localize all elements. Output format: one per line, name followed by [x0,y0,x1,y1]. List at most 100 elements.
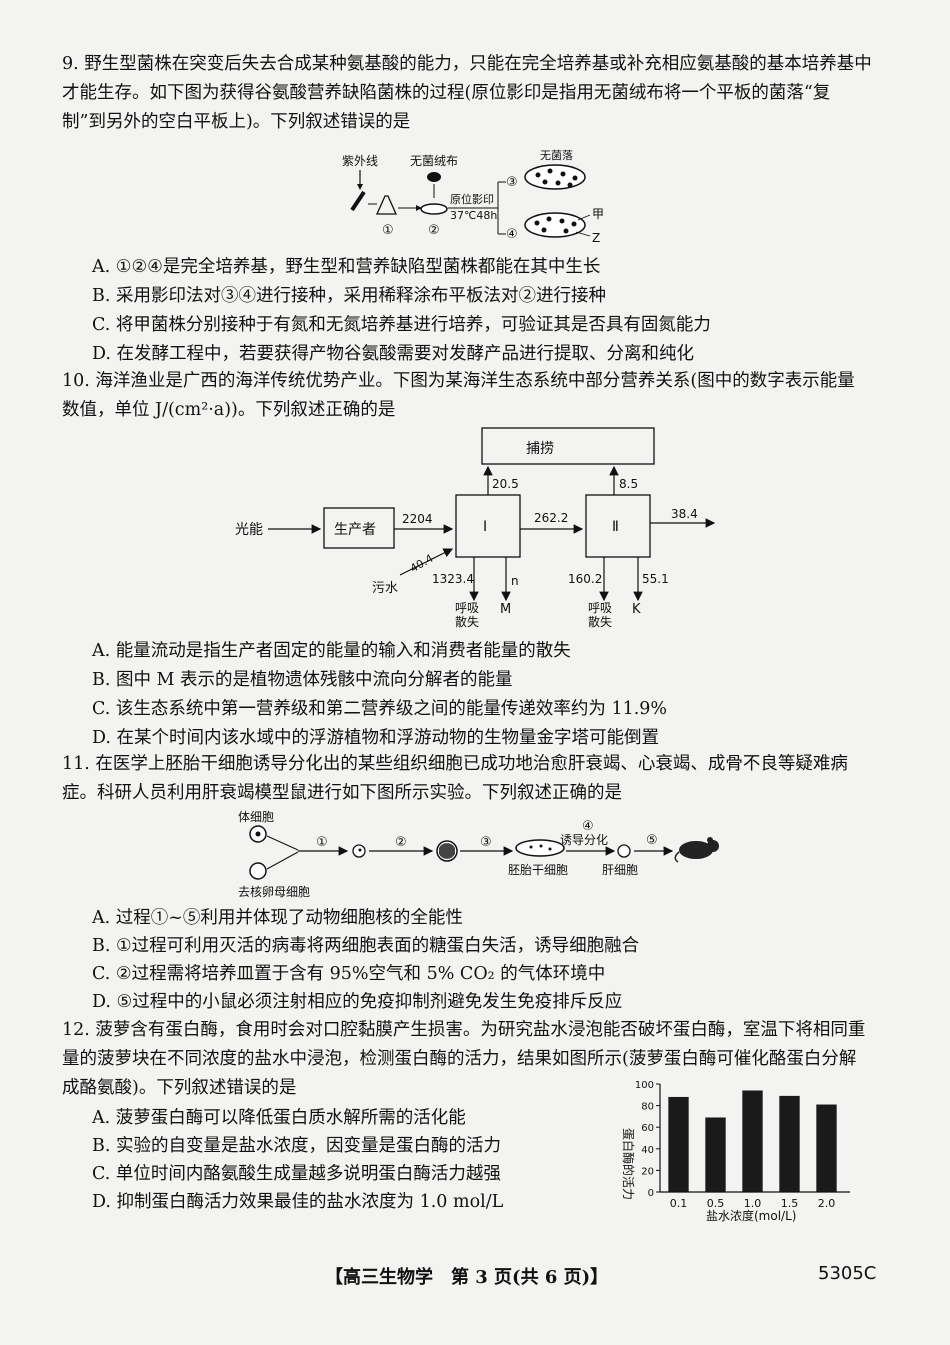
catch-label: 捕捞 [526,441,554,457]
q11-option-a: A. 过程①~⑤利用并体现了动物细胞核的全能性 [92,908,463,928]
diagram-replica-plating: 紫外线 ① 无菌绒布 ② 原位影印 37℃48h ③ ④ 无菌落 甲 Z [342,149,604,243]
y-tick-label: 100 [635,1080,654,1091]
velvet-label: 无菌绒布 [410,154,458,168]
step-c3-label: ③ [480,835,492,850]
y-tick-label: 80 [641,1102,654,1113]
producer-label: 生产者 [334,522,376,538]
plate-2-icon [420,203,448,215]
chart-ylabel: 蛋白酶的活力 [621,1128,636,1200]
q12-option-b: B. 实验的自变量是盐水浓度，因变量是蛋白酶的活力 [92,1136,501,1156]
resp-label-1: 呼吸 [455,601,479,615]
x-tick-label: 0.1 [670,1197,688,1210]
value-1602: 160.2 [568,572,602,586]
value-205: 20.5 [492,477,519,491]
question-11-stem: 11. 在医学上胚胎干细胞诱导分化出的某些组织细胞已成功地治愈肝衰竭、心衰竭、成… [62,754,848,803]
level-1-box [455,494,521,558]
bar [779,1095,800,1192]
step-c2-label: ② [395,835,407,850]
y-tick-label: 0 [648,1188,654,1199]
x-tick-label: 1.5 [781,1197,799,1210]
loss-label-1: 散失 [455,614,479,629]
plate-4-icon [524,212,586,238]
x-tick-label: 0.5 [707,1197,725,1210]
q11-option-d: D. ⑤过程中的小鼠必须注射相应的免疫抑制剂避免发生免疫排斥反应 [92,992,623,1012]
question-11: 11. 在医学上胚胎干细胞诱导分化出的某些组织细胞已成功地治愈肝衰竭、心衰竭、成… [62,750,872,808]
q12-option-c: C. 单位时间内酪氨酸生成量越多说明蛋白酶活力越强 [92,1164,501,1184]
value-1323: 1323.4 [432,572,474,586]
sterile-label: 无菌落 [540,149,573,162]
level-1-label: Ⅰ [483,519,487,535]
question-12-stem: 12. 菠萝含有蛋白酶，食用时会对口腔黏膜产生损害。为研究盐水浸泡能否破坏蛋白酶… [62,1020,866,1098]
value-85: 8.5 [619,477,638,491]
flask-icon [375,195,398,215]
value-551: 55.1 [642,572,669,586]
x-tick-label: 1.0 [744,1197,762,1210]
step-4-label: ④ [506,227,518,242]
q12-option-a: A. 菠萝蛋白酶可以降低蛋白质水解所需的活化能 [92,1108,466,1128]
liver-cell-icon [617,844,631,858]
light-label: 光能 [235,522,263,538]
chart-xlabel: 盐水浓度(mol/L) [706,1208,796,1222]
M-label: M [500,602,511,617]
oocyte-label: 去核卵母细胞 [238,885,310,899]
y-tick-label: 40 [641,1145,654,1156]
loss-label-2: 散失 [588,614,612,629]
y-tick-label: 60 [641,1123,654,1134]
step-c4-label: ④ [582,819,594,834]
question-12: 12. 菠萝含有蛋白酶，食用时会对口腔黏膜产生损害。为研究盐水浸泡能否破坏蛋白酶… [62,1016,872,1103]
producer-box [323,507,395,549]
value-262: 262.2 [534,511,568,525]
q9-option-b: B. 采用影印法对③④进行接种，采用稀释涂布平板法对②进行接种 [92,286,606,306]
question-9: 9. 野生型菌株在突变后失去合成某种氨基酸的能力，只能在完全培养基或补充相应氨基… [62,50,872,137]
liver-label: 肝细胞 [602,863,638,877]
induce-label: 诱导分化 [560,833,608,847]
value-2204: 2204 [402,512,433,526]
es-dish-icon [515,839,565,857]
bar [816,1104,837,1192]
question-9-stem: 9. 野生型菌株在突变后失去合成某种氨基酸的能力，只能在完全培养基或补充相应氨基… [62,54,872,132]
K-label: K [632,602,641,617]
yi-label: Z [592,231,600,243]
q9-option-c: C. 将甲菌株分别接种于有氮和无氮培养基进行培养，可验证其是否具有固氮能力 [92,315,711,335]
soma-label: 体细胞 [238,810,274,824]
oocyte-icon [249,862,267,880]
level-2-box [585,494,651,558]
level-2-label: Ⅱ [612,519,619,535]
uv-label: 紫外线 [342,154,378,168]
q10-option-c: C. 该生态系统中第一营养级和第二营养级之间的能量传递效率约为 11.9% [92,699,668,719]
resp-label-2: 呼吸 [588,601,612,615]
paper-code: 5305C [818,1263,877,1284]
step-2-label: ② [428,223,440,238]
bar [742,1090,763,1192]
bar [668,1096,689,1192]
question-10-stem: 10. 海洋渔业是广西的海洋传统优势产业。下图为某海洋生态系统中部分营养关系(图… [62,371,855,420]
y-tick-label: 20 [641,1166,654,1177]
es-label: 胚胎干细胞 [508,863,568,877]
diagram-nuclear-transfer: 体细胞 去核卵母细胞 ① ② ③ 胚胎干细胞 ④ 诱导分化 肝细胞 ⑤ [238,810,719,899]
step-1-label: ① [382,223,394,238]
step-c1-label: ① [316,835,328,850]
q9-option-d: D. 在发酵工程中，若要获得产物谷氨酸需要对发酵产品进行提取、分离和纯化 [92,344,695,364]
incubate-label: 37℃48h [450,209,497,222]
step-c5-label: ⑤ [646,833,658,848]
question-10: 10. 海洋渔业是广西的海洋传统优势产业。下图为某海洋生态系统中部分营养关系(图… [62,367,872,425]
q9-option-a: A. ①②④是完全培养基，野生型和营养缺陷型菌株都能在其中生长 [92,257,601,277]
x-tick-label: 2.0 [818,1197,836,1210]
bar [705,1117,726,1192]
q11-option-b: B. ①过程可利用灭活的病毒将两细胞表面的糖蛋白失活，诱导细胞融合 [92,936,640,956]
q10-option-a: A. 能量流动是指生产者固定的能量的输入和消费者能量的散失 [92,641,571,661]
q10-option-d: D. 在某个时间内该水域中的浮游植物和浮游动物的生物量金字塔可能倒置 [92,728,660,748]
velvet-icon [427,172,441,182]
footer-title: 【高三生物学 第 3 页(共 6 页)】 [325,1267,609,1288]
mouse-icon [674,837,719,863]
sewage-label: 污水 [372,581,398,596]
step-3-label: ③ [506,175,518,190]
test-tube-icon [350,190,366,212]
n-label: n [511,574,519,588]
q12-option-d: D. 抑制蛋白酶活力效果最佳的盐水浓度为 1.0 mol/L [92,1192,504,1212]
enzyme-activity-chart: 蛋白酶的活力 0 20 40 60 80 100 0.1 0.5 1.0 1.5 2.0 盐水浓度… [621,1080,850,1222]
value-384: 38.4 [671,507,698,521]
replica-label: 原位影印 [450,192,494,206]
diagram-energy-flow: 捕捞 光能 生产者 2204 Ⅰ 262.2 Ⅱ 38.4 20.5 8.5 4… [235,427,716,629]
q11-option-c: C. ②过程需将培养皿置于含有 95%空气和 5% CO₂ 的气体环境中 [92,964,606,984]
